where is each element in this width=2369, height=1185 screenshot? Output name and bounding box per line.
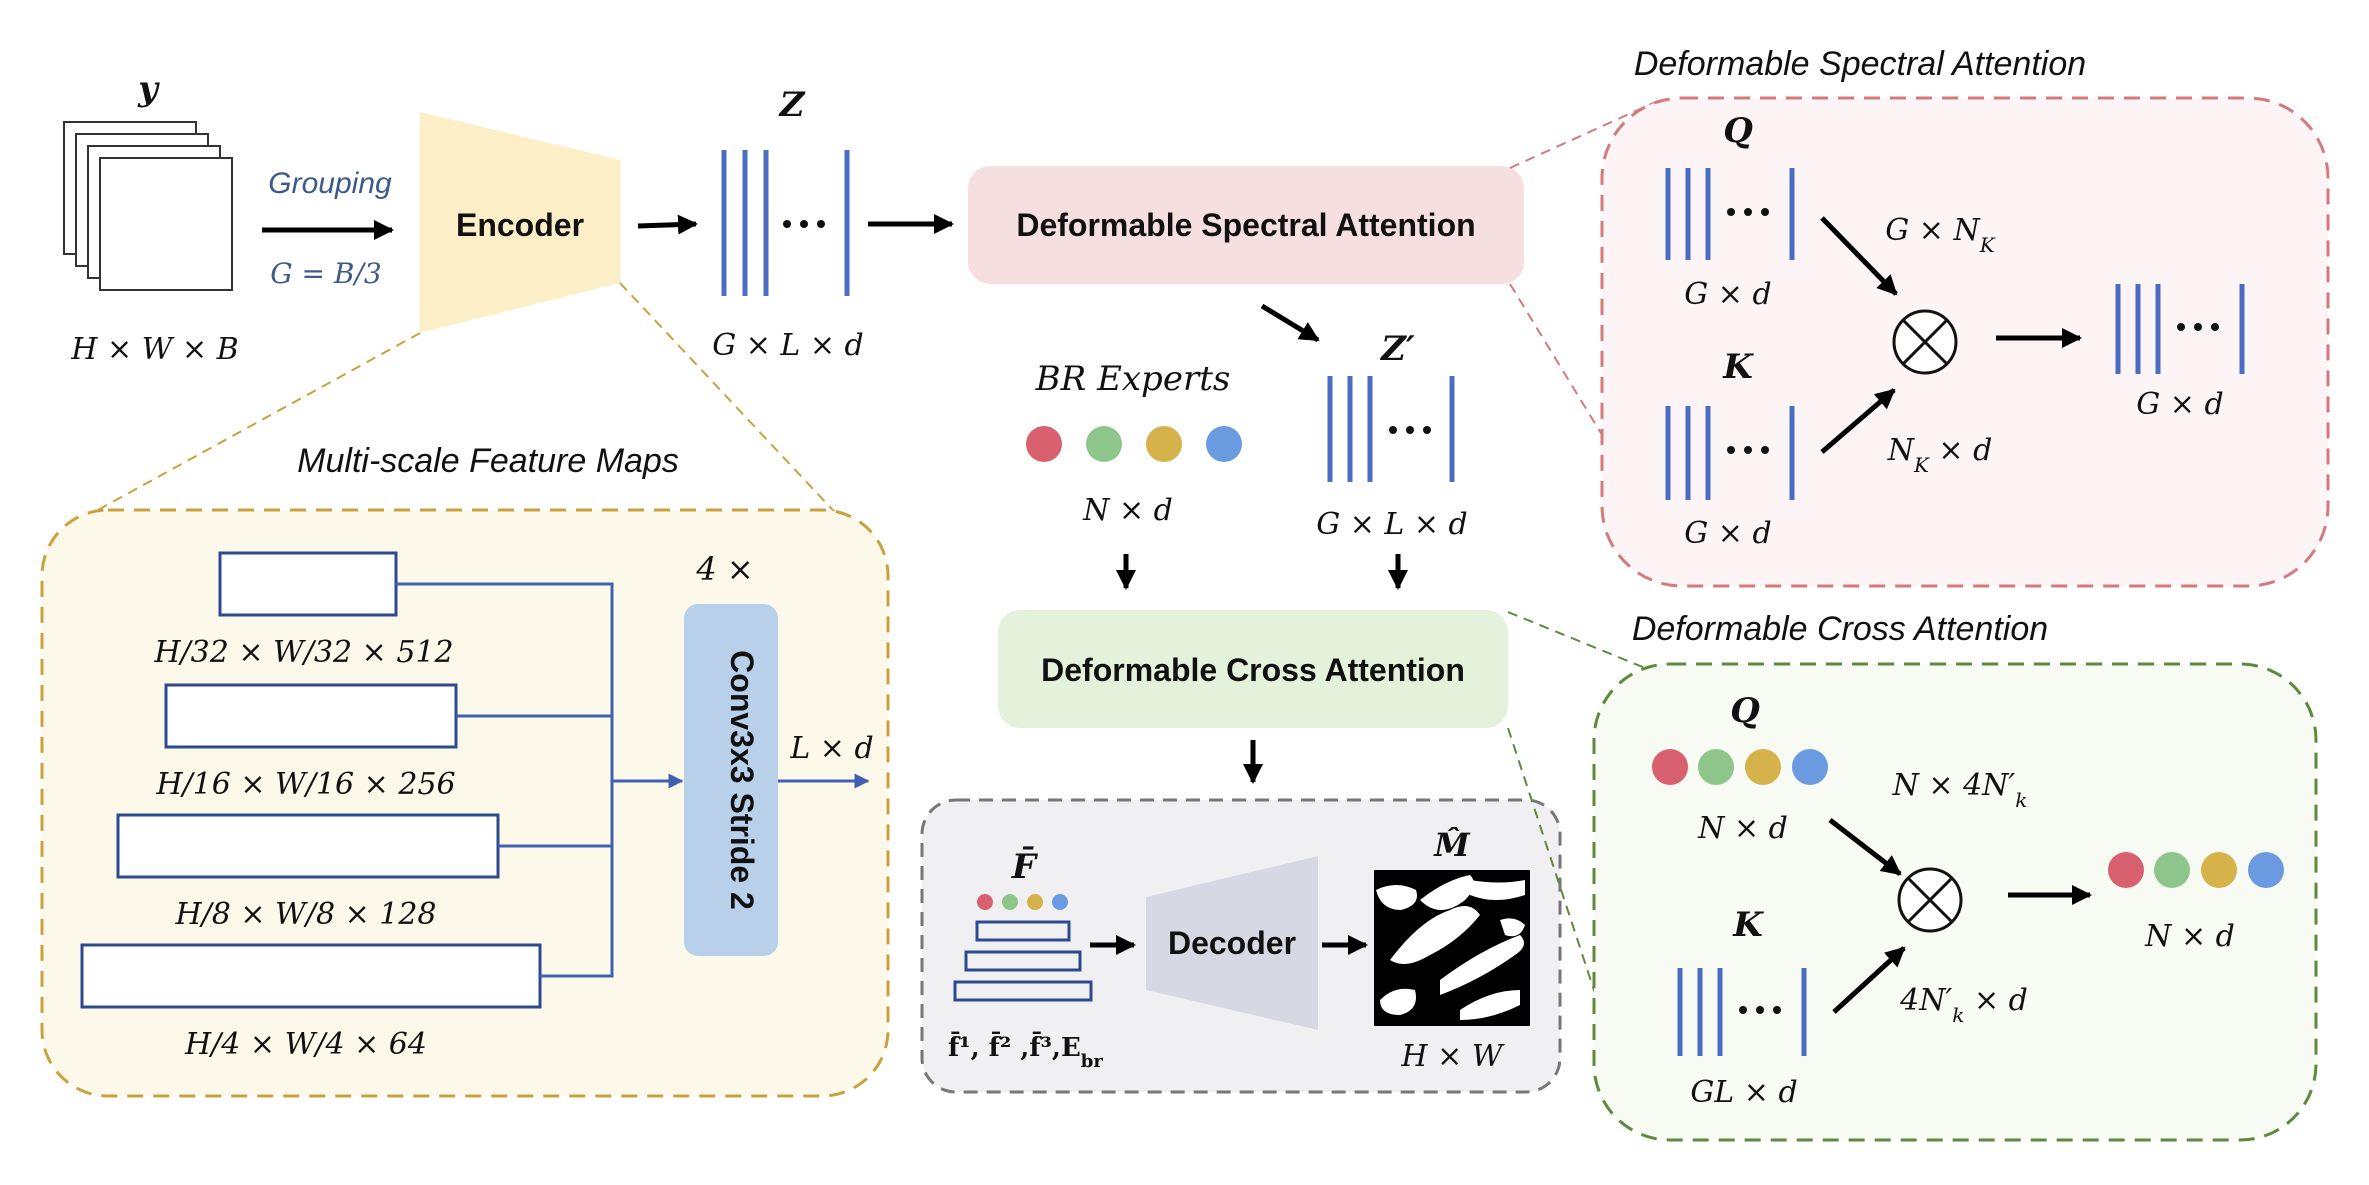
encoder-to-z-arrow bbox=[637, 214, 698, 235]
dsa-k-dims: G × d bbox=[1684, 516, 1771, 551]
experts-label: BR Experts bbox=[1035, 359, 1231, 399]
dca-zoom-line-top bbox=[1507, 611, 1651, 671]
dsa-kv-dims: NK × d bbox=[1887, 433, 1993, 477]
conv-label: Conv3x3 Stride 2 bbox=[724, 650, 760, 910]
dca-multiply-icon bbox=[1897, 867, 1963, 933]
conv-output-dims: L × d bbox=[789, 731, 873, 766]
zprime-dims: G × L × d bbox=[1316, 507, 1468, 542]
expert-dot bbox=[1086, 426, 1122, 462]
input-label: y bbox=[137, 69, 160, 109]
expert-dots bbox=[1026, 426, 1242, 462]
dsa-out-bars bbox=[2115, 284, 2245, 374]
dca-qk-dims: N × 4N′k bbox=[1892, 768, 2028, 812]
encoder-zoom-line-right bbox=[619, 282, 845, 523]
expert-dot bbox=[1146, 426, 1182, 462]
expert-dot bbox=[1026, 426, 1062, 462]
dca-q-arrow bbox=[1828, 818, 1902, 876]
dsa-block-label: Deformable Spectral Attention bbox=[1016, 207, 1475, 243]
dsa-qk-dims: G × NK bbox=[1885, 213, 1995, 257]
expert-dot bbox=[1206, 426, 1242, 462]
map-dims-1: H/16 × W/16 × 256 bbox=[155, 767, 455, 802]
dsa-panel-title: Deformable Spectral Attention bbox=[1634, 45, 2086, 83]
grouping-label: Grouping bbox=[268, 167, 392, 200]
conv-block bbox=[684, 604, 778, 956]
z-bars bbox=[721, 150, 850, 296]
fbar-label: F̄ bbox=[1011, 846, 1039, 887]
dsa-q-label: Q bbox=[1723, 111, 1753, 151]
zprime-bars bbox=[1327, 376, 1455, 482]
dsa-k-label: K bbox=[1722, 347, 1754, 387]
dsa-block bbox=[968, 166, 1524, 284]
dca-block bbox=[998, 610, 1508, 728]
map-dims-2: H/8 × W/8 × 128 bbox=[174, 897, 436, 932]
mhat-label: M̂ bbox=[1433, 826, 1471, 864]
dca-k-arrow bbox=[1832, 946, 1906, 1014]
z-label: Z bbox=[778, 85, 806, 125]
input-stack bbox=[63, 121, 233, 291]
zprime-label: Z′ bbox=[1379, 329, 1415, 369]
dca-panel-title: Deformable Cross Attention bbox=[1632, 610, 2048, 648]
repeat-label: 4 × bbox=[695, 550, 753, 588]
dca-q-dims: N × d bbox=[1697, 811, 1788, 846]
mask-image bbox=[1374, 870, 1530, 1026]
feature-map-connectors bbox=[396, 582, 684, 978]
dsa-q-dims: G × d bbox=[1684, 277, 1771, 312]
feature-dots bbox=[977, 894, 1068, 910]
grouping-equation: G = B/3 bbox=[270, 257, 381, 290]
dca-q-dots bbox=[1652, 749, 1828, 785]
decoder-label: Decoder bbox=[1168, 925, 1296, 961]
feature-pyramid bbox=[953, 920, 1093, 1002]
dca-k-bars bbox=[1677, 968, 1807, 1056]
encoder-label: Encoder bbox=[456, 207, 584, 243]
dca-kv-dims: 4N′k × d bbox=[1899, 983, 2028, 1027]
dsa-k-bars bbox=[1665, 406, 1795, 500]
z-dims: G × L × d bbox=[712, 328, 864, 363]
map-dims-0: H/32 × W/32 × 512 bbox=[153, 635, 453, 670]
dsa-to-zprime-arrow bbox=[1260, 303, 1320, 343]
dsa-panel bbox=[1600, 96, 2330, 588]
dca-out-dots bbox=[2108, 852, 2284, 888]
dsa-zoom-line-top bbox=[1509, 99, 1661, 169]
dsa-multiply-icon bbox=[1892, 309, 1958, 375]
dsa-out-dims: G × d bbox=[2136, 387, 2223, 422]
dsa-k-arrow bbox=[1820, 388, 1896, 454]
dca-out-dims: N × d bbox=[2144, 919, 2235, 954]
encoder-shape bbox=[420, 112, 620, 333]
dca-k-label: K bbox=[1732, 905, 1764, 945]
dsa-q-bars bbox=[1665, 168, 1795, 260]
multiscale-title: Multi-scale Feature Maps bbox=[297, 442, 679, 480]
dca-k-dims: GL × d bbox=[1690, 1075, 1797, 1110]
features-label: f̄¹, f̄² ,f̄³,Ebr bbox=[948, 1031, 1103, 1071]
experts-dims: N × d bbox=[1082, 493, 1173, 528]
encoder-zoom-line-left bbox=[75, 332, 421, 523]
mask-dims: H × W bbox=[1400, 1039, 1504, 1074]
feature-map-rects bbox=[80, 551, 542, 1009]
decoder-shape bbox=[1146, 856, 1318, 1030]
dca-q-label: Q bbox=[1730, 691, 1760, 731]
dsa-q-arrow bbox=[1820, 216, 1898, 296]
input-dims: H × W × B bbox=[70, 332, 238, 367]
map-dims-3: H/4 × W/4 × 64 bbox=[184, 1027, 427, 1062]
dca-block-label: Deformable Cross Attention bbox=[1041, 652, 1465, 688]
